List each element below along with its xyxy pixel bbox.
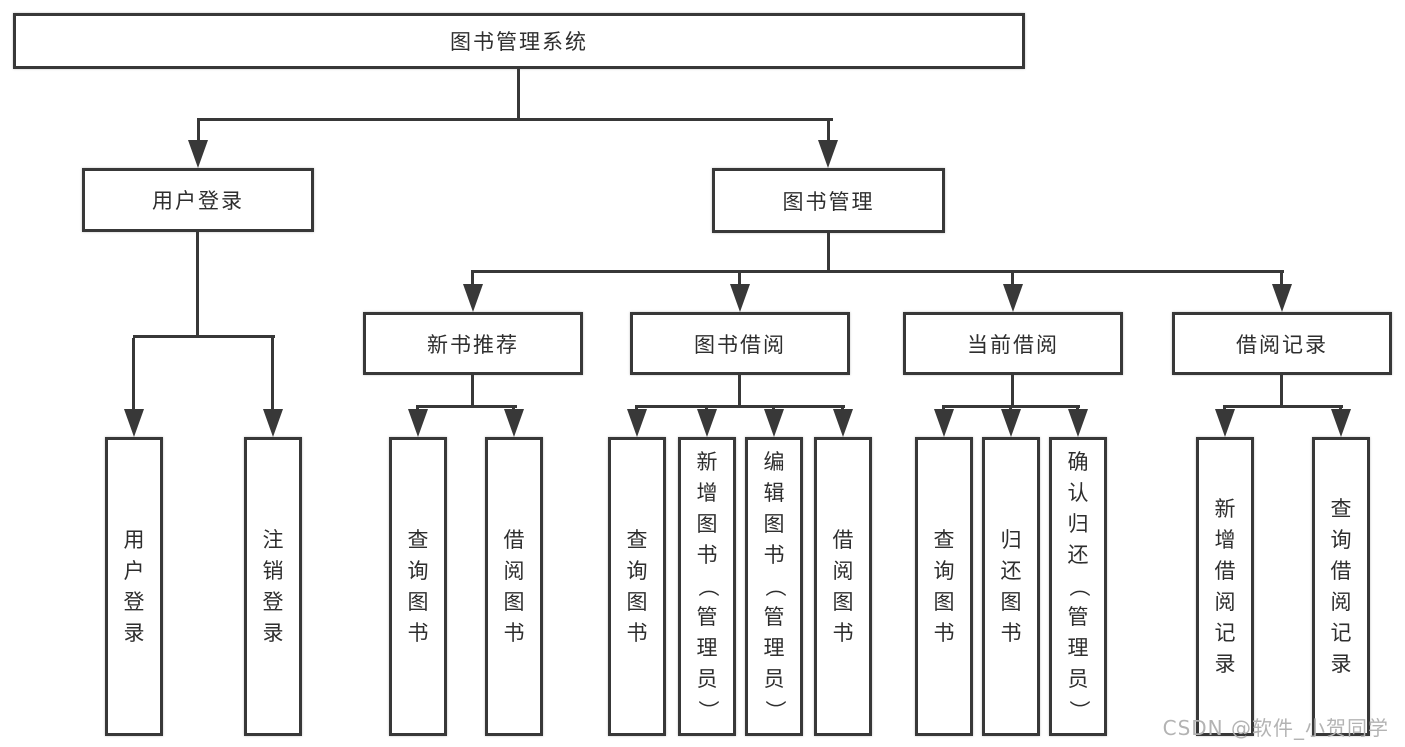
leaf-query-borrow-record: 查询借阅记录 — [1312, 437, 1370, 736]
connector-root-drop-book — [827, 120, 830, 144]
connector-user-stem — [196, 232, 199, 338]
node-book-borrowing: 图书借阅 — [630, 312, 850, 375]
connector-book-drop-1 — [471, 273, 474, 287]
arrowhead-icon — [697, 409, 717, 437]
connector-g1-stem — [471, 375, 474, 407]
connector-book-drop-2 — [738, 273, 741, 287]
leaf-edit-book-admin: 编辑图书（管理员） — [745, 437, 803, 736]
leaf-borrow-books-2: 借阅图书 — [814, 437, 872, 736]
csdn-watermark: CSDN @软件_小贺同学 — [1162, 716, 1389, 740]
leaf-add-book-admin: 新增图书（管理员） — [678, 437, 736, 736]
arrowhead-icon — [934, 409, 954, 437]
arrowhead-icon — [1331, 409, 1351, 437]
node-user-login: 用户登录 — [82, 168, 314, 232]
leaf-return-books: 归还图书 — [982, 437, 1040, 736]
node-borrowing-records: 借阅记录 — [1172, 312, 1392, 375]
connector-g2-hbar — [635, 405, 845, 408]
connector-root-hbar — [197, 118, 833, 121]
arrowhead-icon — [124, 409, 144, 437]
connector-user-hbar — [133, 335, 275, 338]
connector-root-drop-user — [197, 120, 200, 144]
connector-book-drop-3 — [1011, 273, 1014, 287]
arrowhead-icon — [627, 409, 647, 437]
connector-g1-hbar — [416, 405, 517, 408]
node-library-system: 图书管理系统 — [13, 13, 1025, 69]
connector-book-drop-4 — [1280, 273, 1283, 287]
connector-book-stem — [827, 233, 830, 272]
node-current-borrowing: 当前借阅 — [903, 312, 1123, 375]
arrowhead-icon — [408, 409, 428, 437]
leaf-confirm-return-admin: 确认归还（管理员） — [1049, 437, 1107, 736]
node-new-book-recommendation: 新书推荐 — [363, 312, 583, 375]
leaf-query-books-3: 查询图书 — [915, 437, 973, 736]
leaf-add-borrow-record: 新增借阅记录 — [1196, 437, 1254, 736]
arrowhead-icon — [730, 284, 750, 312]
node-book-management: 图书管理 — [712, 168, 945, 233]
connector-g2-stem — [738, 375, 741, 407]
connector-g3-stem — [1011, 375, 1014, 407]
connector-root-stem — [517, 69, 520, 120]
connector-book-hbar — [471, 270, 1284, 273]
connector-user-drop-2 — [271, 338, 274, 415]
arrowhead-icon — [463, 284, 483, 312]
leaf-query-books-1: 查询图书 — [389, 437, 447, 736]
arrowhead-icon — [1272, 284, 1292, 312]
arrowhead-icon — [1068, 409, 1088, 437]
arrowhead-icon — [1001, 409, 1021, 437]
leaf-user-login: 用户登录 — [105, 437, 163, 736]
leaf-borrow-books-1: 借阅图书 — [485, 437, 543, 736]
arrowhead-icon — [1215, 409, 1235, 437]
arrowhead-icon — [188, 140, 208, 168]
arrowhead-icon — [263, 409, 283, 437]
leaf-query-books-2: 查询图书 — [608, 437, 666, 736]
leaf-logout: 注销登录 — [244, 437, 302, 736]
arrowhead-icon — [504, 409, 524, 437]
arrowhead-icon — [818, 140, 838, 168]
arrowhead-icon — [764, 409, 784, 437]
connector-user-drop-1 — [132, 338, 135, 415]
arrowhead-icon — [833, 409, 853, 437]
connector-g4-stem — [1280, 375, 1283, 407]
arrowhead-icon — [1003, 284, 1023, 312]
connector-g4-hbar — [1223, 405, 1343, 408]
